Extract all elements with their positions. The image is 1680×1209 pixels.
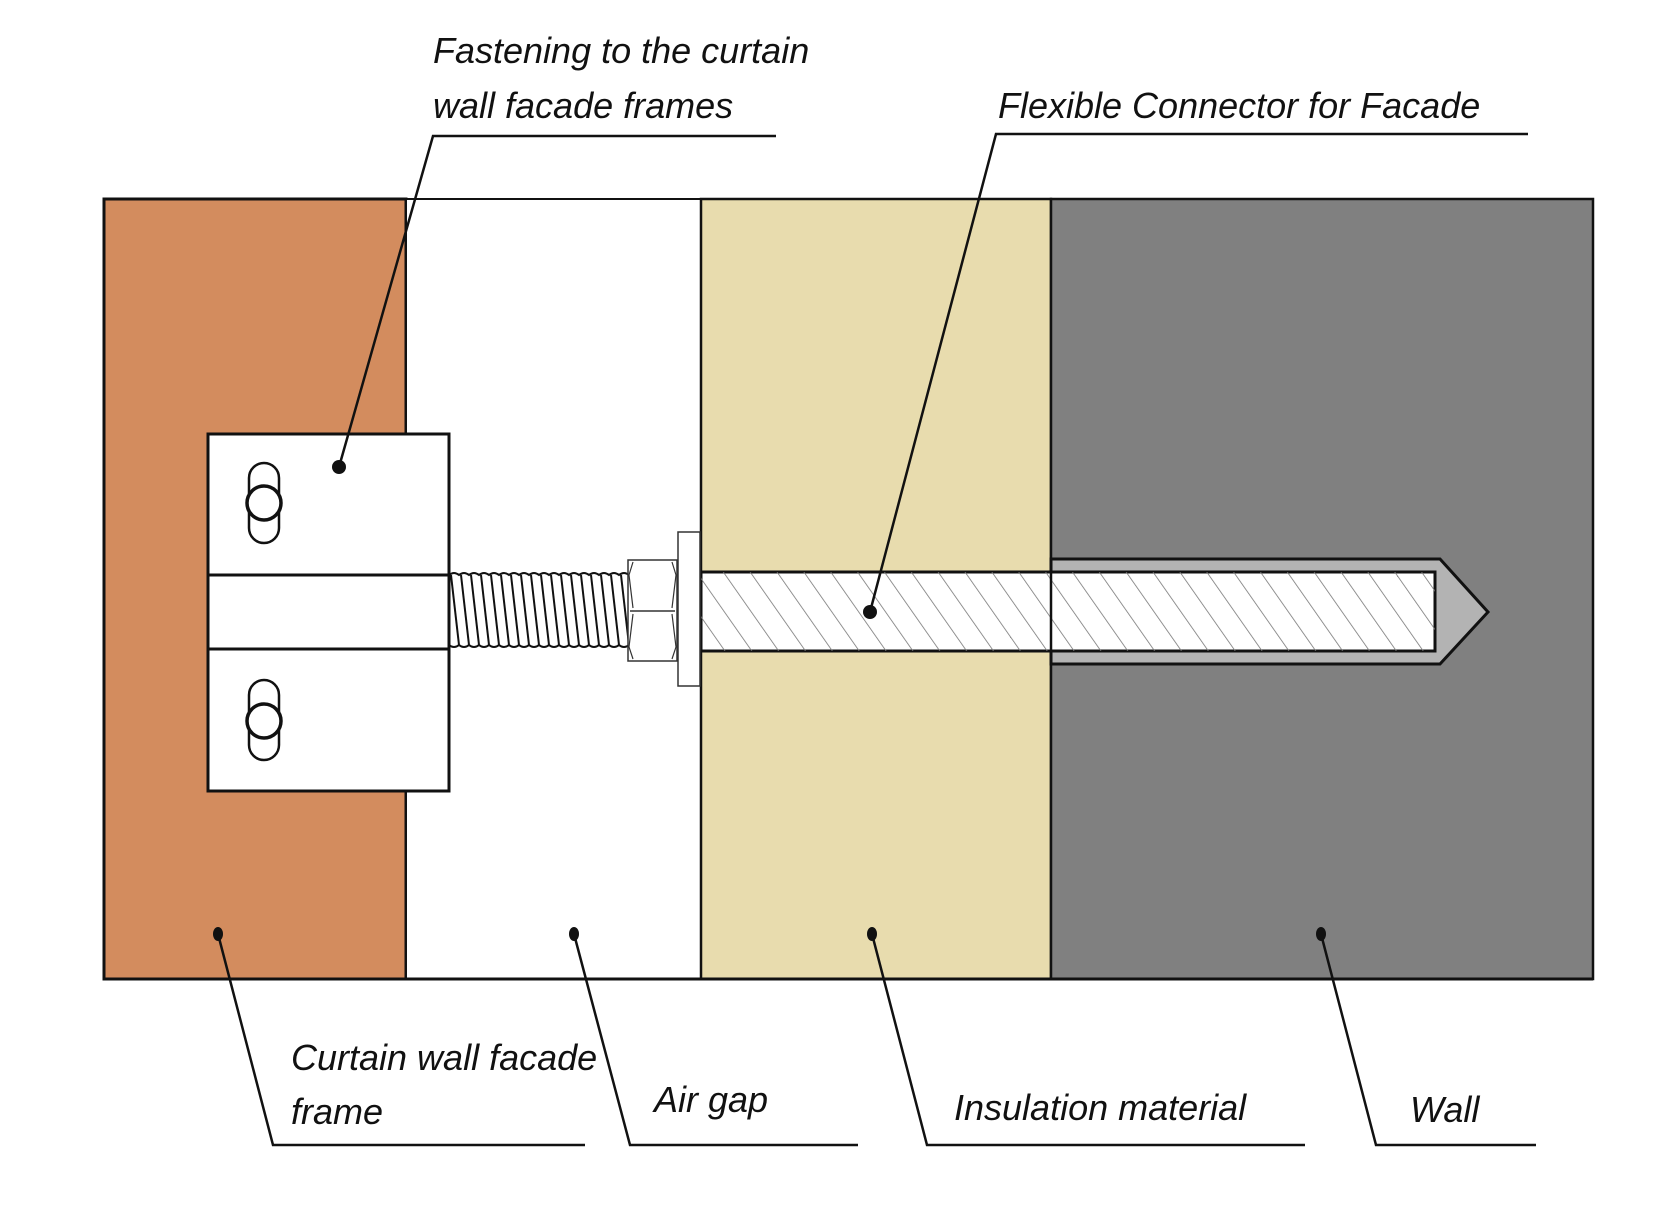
thread-line (500, 574, 510, 646)
thread-line (600, 574, 610, 646)
label-frame-line1: Curtain wall facade (291, 1037, 597, 1078)
connector-rod-hatch (701, 572, 1435, 651)
thread-line (610, 574, 620, 646)
marker-connector (863, 605, 877, 619)
bolt-top (245, 484, 283, 522)
label-connector: Flexible Connector for Facade (998, 85, 1480, 126)
thread-edge-top (448, 572, 630, 577)
thread-line (560, 574, 570, 646)
thread-line (490, 574, 500, 646)
label-fastening-line2: wall facade frames (433, 85, 733, 126)
marker-air-gap (569, 927, 579, 941)
leader-air-gap (572, 933, 858, 1147)
thread-line (530, 574, 540, 646)
thread-line (570, 574, 580, 646)
label-insulation: Insulation material (954, 1087, 1247, 1128)
leader-wall (1319, 933, 1536, 1147)
thread-line (580, 574, 590, 646)
thread-line (550, 574, 560, 646)
marker-wall (1316, 927, 1326, 941)
thread-line (540, 574, 550, 646)
threaded-bolt (448, 572, 630, 648)
hex-nut (627, 559, 678, 662)
marker-insulation (867, 927, 877, 941)
bolt-bottom (245, 702, 283, 740)
label-frame-line2: frame (291, 1091, 383, 1132)
thread-line (450, 574, 460, 646)
leader-fastening (337, 134, 776, 468)
thread-line (460, 574, 470, 646)
thread-line (480, 574, 490, 646)
leader-insulation (870, 933, 1305, 1147)
thread-line (520, 574, 530, 646)
washer (677, 531, 701, 687)
fastening-bracket (206, 432, 451, 793)
thread-line (510, 574, 520, 646)
thread-line (470, 574, 480, 646)
thread-line (590, 574, 600, 646)
leader-frame (216, 933, 585, 1147)
marker-fastening (332, 460, 346, 474)
label-fastening-line1: Fastening to the curtain (433, 30, 809, 71)
label-air-gap: Air gap (652, 1079, 768, 1120)
marker-frame (213, 927, 223, 941)
label-wall: Wall (1410, 1089, 1480, 1130)
leader-connector (868, 132, 1528, 613)
